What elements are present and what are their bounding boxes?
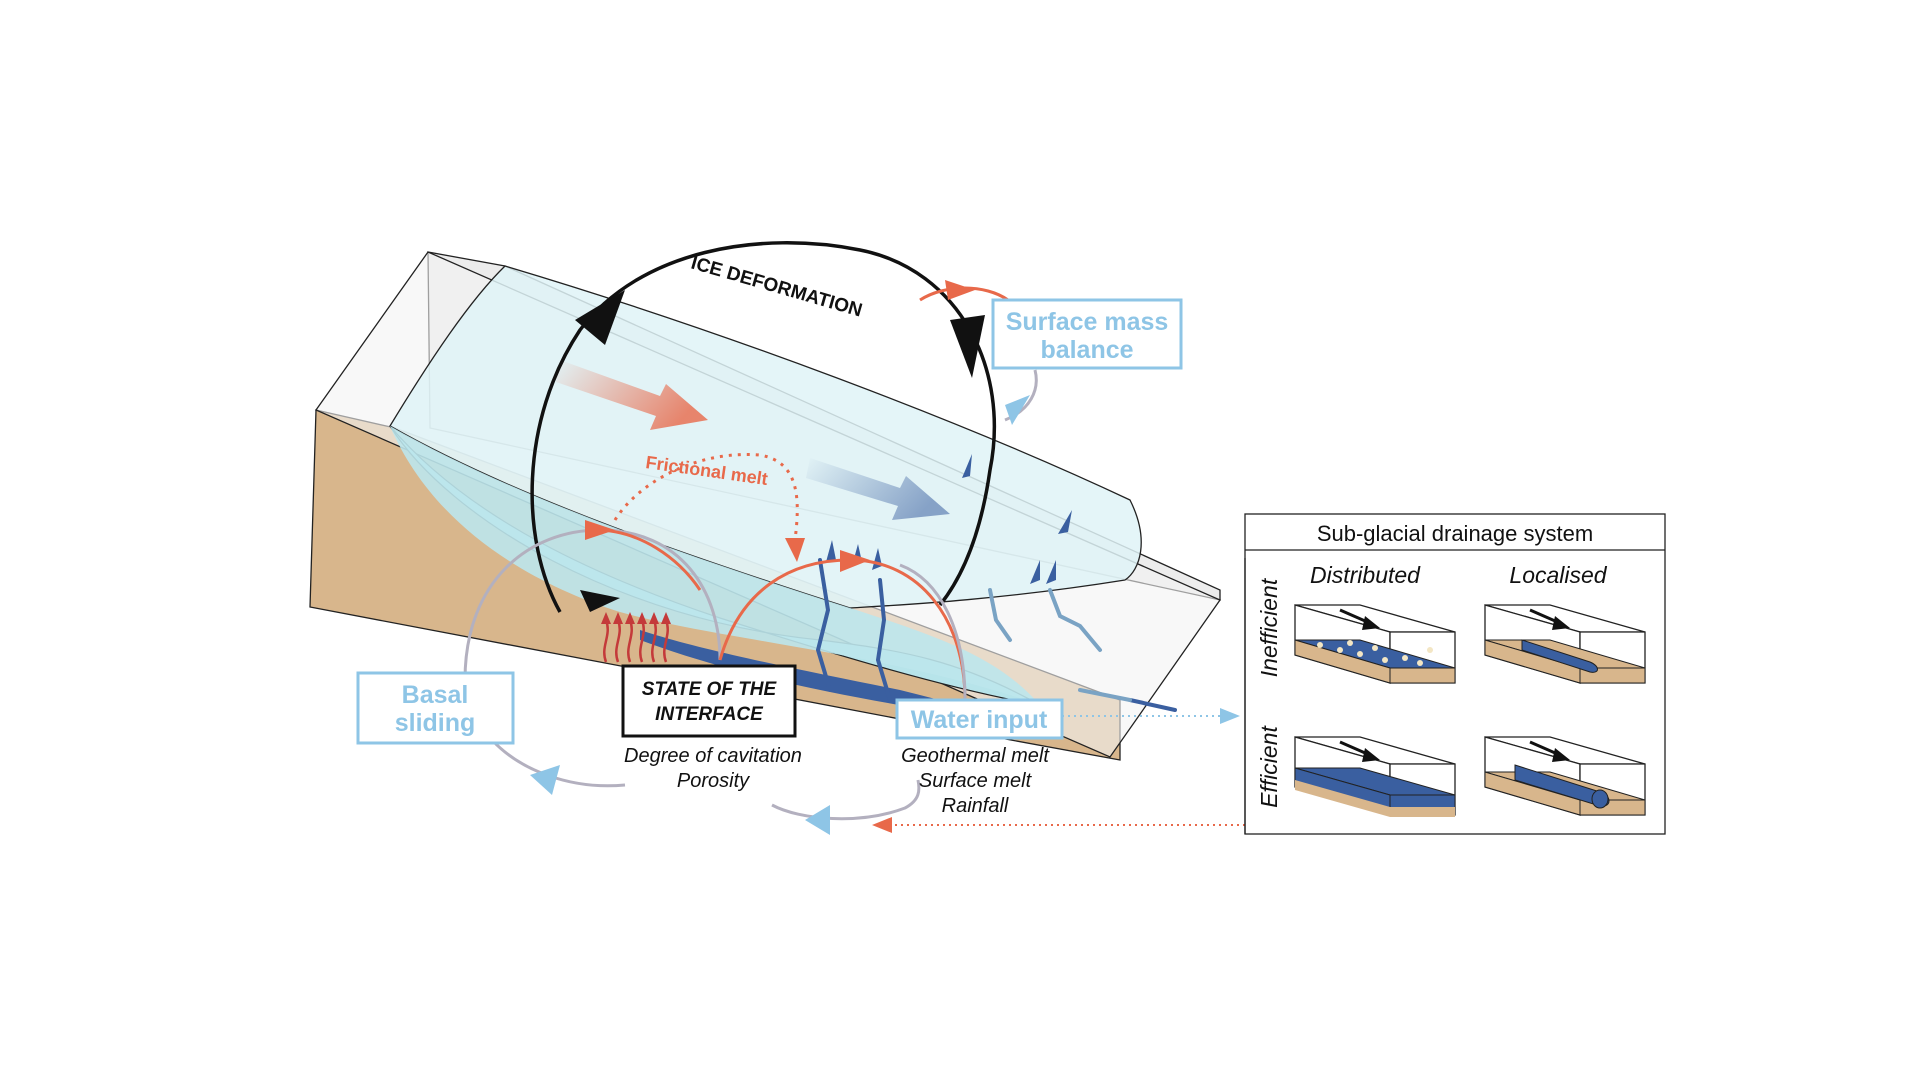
block-inefficient-distributed bbox=[1294, 604, 1456, 684]
surface-mass-balance-box bbox=[991, 298, 1183, 370]
flow-arrow-red bbox=[556, 360, 708, 430]
connector-arrowhead-red bbox=[872, 817, 892, 833]
col-label-distributed: Distributed bbox=[1310, 562, 1421, 588]
basal-sliding-line2: sliding bbox=[395, 709, 476, 737]
basal-sliding-box bbox=[356, 671, 515, 745]
block-efficient-distributed bbox=[1294, 736, 1456, 817]
block-inefficient-localised bbox=[1484, 604, 1646, 684]
water-return bbox=[771, 779, 921, 821]
cycle-arrowhead-left bbox=[575, 290, 625, 345]
ice-deformation-cycle bbox=[530, 241, 997, 613]
ice-deformation-label: ICE DEFORMATION bbox=[689, 253, 865, 322]
row-label-efficient: Efficient bbox=[1256, 724, 1282, 807]
basal-sliding-line1: Basal bbox=[402, 681, 469, 709]
geothermal-heat-arrowheads bbox=[601, 612, 671, 624]
ice-side-fill bbox=[390, 426, 1040, 705]
crevasses bbox=[815, 558, 1177, 712]
col-label-localised: Localised bbox=[1509, 562, 1607, 588]
interface-prop-porosity: Porosity bbox=[677, 770, 750, 792]
connector-arrowhead-blue bbox=[1220, 708, 1240, 724]
frictional-melt-arrowhead bbox=[785, 538, 805, 562]
state-of-interface-line1: STATE OF THE bbox=[642, 679, 778, 700]
state-of-interface-box bbox=[621, 664, 797, 738]
smb-arrowhead-blue bbox=[1005, 395, 1030, 425]
water-arrowhead-red bbox=[840, 550, 870, 572]
interface-prop-cavitation: Degree of cavitation bbox=[624, 745, 802, 767]
drainage-panel: Sub-glacial drainage system Distributed … bbox=[1244, 513, 1666, 835]
row-label-inefficient: Inefficient bbox=[1256, 577, 1282, 677]
water-input-label: Water input bbox=[911, 706, 1048, 734]
ice-body bbox=[389, 265, 1142, 609]
block-efficient-localised bbox=[1484, 736, 1646, 816]
panel-title: Sub-glacial drainage system bbox=[1317, 521, 1593, 546]
water-source-geothermal: Geothermal melt bbox=[901, 745, 1050, 767]
water-source-rainfall: Rainfall bbox=[942, 795, 1009, 817]
basal-arrowhead-blue bbox=[530, 765, 560, 795]
surface-mass-balance-line2: balance bbox=[1040, 336, 1133, 364]
water-source-surface: Surface melt bbox=[919, 770, 1033, 792]
water-arrowhead-blue bbox=[805, 805, 830, 835]
flow-arrow-blue bbox=[806, 458, 950, 520]
state-of-interface-line2: INTERFACE bbox=[655, 704, 764, 725]
cycle-arrowhead-right bbox=[950, 315, 985, 378]
basal-arrowhead-red bbox=[585, 520, 615, 540]
cycle-arrowhead-bottom bbox=[580, 590, 620, 612]
surface-mass-balance-line1: Surface mass bbox=[1006, 308, 1169, 336]
smb-arrowhead-red bbox=[945, 280, 975, 300]
basal-sliding-return bbox=[490, 738, 626, 788]
water-input-box bbox=[895, 698, 1064, 740]
water-input-arc-grey bbox=[899, 563, 967, 701]
glacier-block bbox=[309, 251, 1221, 761]
